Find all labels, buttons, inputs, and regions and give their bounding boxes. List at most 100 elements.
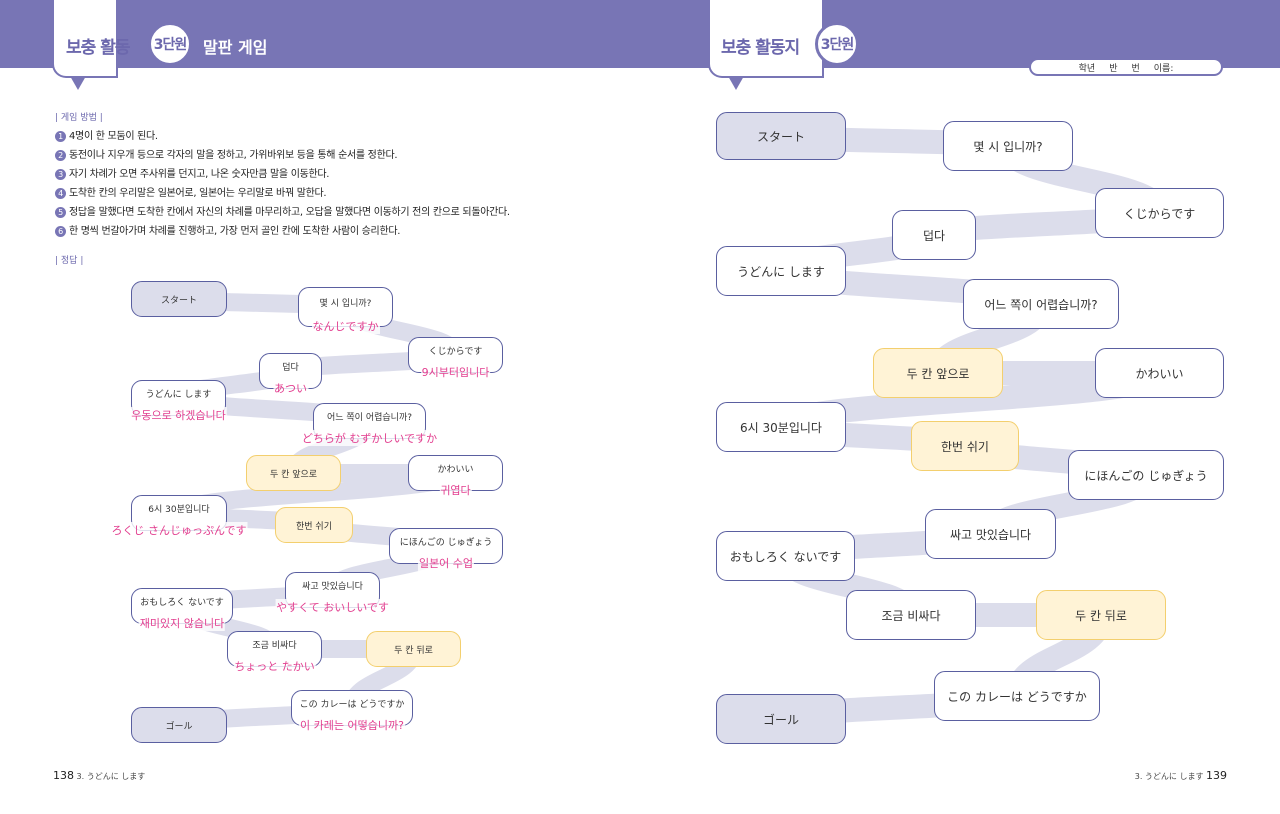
number-badge: 2 bbox=[55, 150, 66, 161]
square-text: おもしろく ないです bbox=[140, 597, 224, 608]
answer-heading: | 정답 | bbox=[55, 256, 84, 266]
unit-badge: 3단원 bbox=[815, 22, 859, 66]
square-answer: 귀엽다 bbox=[439, 482, 472, 498]
square-text: 덥다 bbox=[922, 228, 946, 243]
square-answer: 재미있지 않습니다 bbox=[138, 615, 226, 631]
class-label: 반 bbox=[1109, 63, 1118, 74]
rule-text: 한 명씩 번갈아가며 차례를 진행하고, 가장 먼저 골인 칸에 도착한 사람이… bbox=[69, 226, 401, 237]
rule-text: 4명이 한 모둠이 된다. bbox=[69, 131, 158, 142]
rules-heading: | 게임 방법 | bbox=[55, 113, 103, 123]
page-number: 138 bbox=[53, 769, 74, 782]
special-square: 한번 쉬기 bbox=[911, 421, 1019, 471]
square-text: この カレーは どうですか bbox=[299, 699, 405, 710]
square-answer: なんじですか bbox=[311, 318, 380, 334]
board-square: 조금 비싸다 ちょっと たかい bbox=[227, 631, 322, 674]
board-square: この カレーは どうですか 이 카레는 어떻습니까? bbox=[291, 690, 413, 733]
square-text: おもしろく ないです bbox=[729, 549, 842, 564]
board-square: 6시 30분입니다 ろくじ さんじゅっぷんです bbox=[110, 495, 248, 538]
square-answer: 일본어 수업 bbox=[417, 555, 475, 571]
board-square: くじからです bbox=[1095, 188, 1224, 238]
board-square: にほんごの じゅぎょう 일본어 수업 bbox=[389, 528, 503, 571]
square-answer: あつい bbox=[273, 380, 308, 396]
square-text: 두 칸 앞으로 bbox=[906, 366, 970, 381]
board-square: かわいい bbox=[1095, 348, 1224, 398]
worksheet-title: 보충 활동지 bbox=[721, 38, 800, 58]
unit-badge: 3단원 bbox=[148, 22, 192, 66]
start-square: スタート bbox=[716, 112, 846, 160]
board-square: 싸고 맛있습니다 bbox=[925, 509, 1056, 559]
special-square: 한번 쉬기 bbox=[275, 507, 353, 543]
square-text: 싸고 맛있습니다 bbox=[302, 581, 363, 592]
speech-tail-left bbox=[70, 76, 86, 90]
student-info-bar[interactable]: 학년 반 번 이름: bbox=[1029, 58, 1223, 76]
square-text: 6시 30분입니다 bbox=[740, 420, 822, 435]
square-answer: 9시부터입니다 bbox=[420, 364, 491, 380]
footer-left: 138 3. うどんに します bbox=[53, 769, 145, 782]
square-text: 싸고 맛있습니다 bbox=[949, 527, 1032, 542]
number-badge: 4 bbox=[55, 188, 66, 199]
square-text: 두 칸 앞으로 bbox=[269, 469, 318, 480]
board-square: うどんに します bbox=[716, 246, 846, 296]
page-title: 보충 활동 bbox=[66, 38, 130, 58]
square-text: 두 칸 뒤로 bbox=[394, 645, 433, 656]
number-badge: 1 bbox=[55, 131, 66, 142]
square-text: ゴール bbox=[762, 712, 799, 727]
square-text: 6시 30분입니다 bbox=[148, 504, 210, 515]
board-square: 싸고 맛있습니다 やすくて おいしいです bbox=[275, 572, 390, 615]
rule-text: 정답을 말했다면 도착한 칸에서 자신의 차례를 마무리하고, 오답을 말했다면… bbox=[69, 207, 510, 218]
footer-right: 3. うどんに します 139 bbox=[1135, 769, 1227, 782]
square-text: 덥다 bbox=[282, 362, 299, 373]
square-text: にほんごの じゅぎょう bbox=[1084, 468, 1208, 483]
square-answer: ちょっと たかい bbox=[233, 658, 316, 674]
board-square: 어느 쪽이 어렵습니까? bbox=[963, 279, 1119, 329]
square-text: 몇 시 입니까? bbox=[973, 139, 1043, 154]
square-answer: 우동으로 하겠습니다 bbox=[130, 407, 227, 423]
page-subtitle: 말판 게임 bbox=[203, 38, 268, 57]
board-square: かわいい 귀엽다 bbox=[408, 455, 503, 498]
square-text: かわいい bbox=[1135, 366, 1184, 381]
chapter-label: 3. うどんに します bbox=[76, 772, 146, 781]
number-badge: 3 bbox=[55, 169, 66, 180]
speech-tail-right bbox=[728, 76, 744, 90]
special-square: 두 칸 뒤로 bbox=[1036, 590, 1166, 640]
board-square: 어느 쪽이 어렵습니까?どちらが むずかしいですか bbox=[300, 403, 439, 446]
square-answer: ろくじ さんじゅっぷんです bbox=[110, 522, 248, 538]
board-square: 6시 30분입니다 bbox=[716, 402, 846, 452]
rule-text: 동전이나 지우개 등으로 각자의 말을 정하고, 가위바위보 등을 통해 순서를… bbox=[69, 150, 398, 161]
square-answer: 이 카레는 어떻습니까? bbox=[299, 717, 405, 733]
square-text: かわいい bbox=[437, 464, 474, 475]
rule-text: 자기 차례가 오면 주사위를 던지고, 나온 숫자만큼 말을 이동한다. bbox=[69, 169, 330, 180]
special-square: 두 칸 앞으로 bbox=[246, 455, 341, 491]
square-text: 조금 비싸다 bbox=[252, 640, 297, 651]
name-label: 이름: bbox=[1153, 63, 1174, 74]
board-square: この カレーは どうですか bbox=[934, 671, 1100, 721]
square-text: 두 칸 뒤로 bbox=[1075, 608, 1127, 623]
grade-label: 학년 bbox=[1078, 63, 1096, 74]
rule-text: 도착한 칸의 우리말은 일본어로, 일본어는 우리말로 바꿔 말한다. bbox=[69, 188, 327, 199]
number-badge: 5 bbox=[55, 207, 66, 218]
square-text: 어느 쪽이 어렵습니까? bbox=[984, 297, 1098, 312]
square-text: くじからです bbox=[1123, 206, 1196, 221]
square-answer: やすくて おいしいです bbox=[275, 599, 390, 615]
goal-square: ゴール bbox=[716, 694, 846, 744]
square-text: スタート bbox=[756, 129, 805, 144]
square-text: にほんごの じゅぎょう bbox=[399, 537, 493, 548]
square-text: ゴール bbox=[165, 721, 193, 732]
board-square: 몇 시 입니까? なんじですか bbox=[298, 287, 393, 334]
number-badge: 6 bbox=[55, 226, 66, 237]
square-text: 한번 쉬기 bbox=[296, 521, 332, 532]
square-text: スタート bbox=[160, 295, 197, 306]
header-tab-right bbox=[708, 0, 824, 78]
goal-square: ゴール bbox=[131, 707, 227, 743]
square-text: 몇 시 입니까? bbox=[319, 298, 372, 309]
square-answer: どちらが むずかしいですか bbox=[300, 430, 439, 446]
number-label: 번 bbox=[1131, 63, 1140, 74]
